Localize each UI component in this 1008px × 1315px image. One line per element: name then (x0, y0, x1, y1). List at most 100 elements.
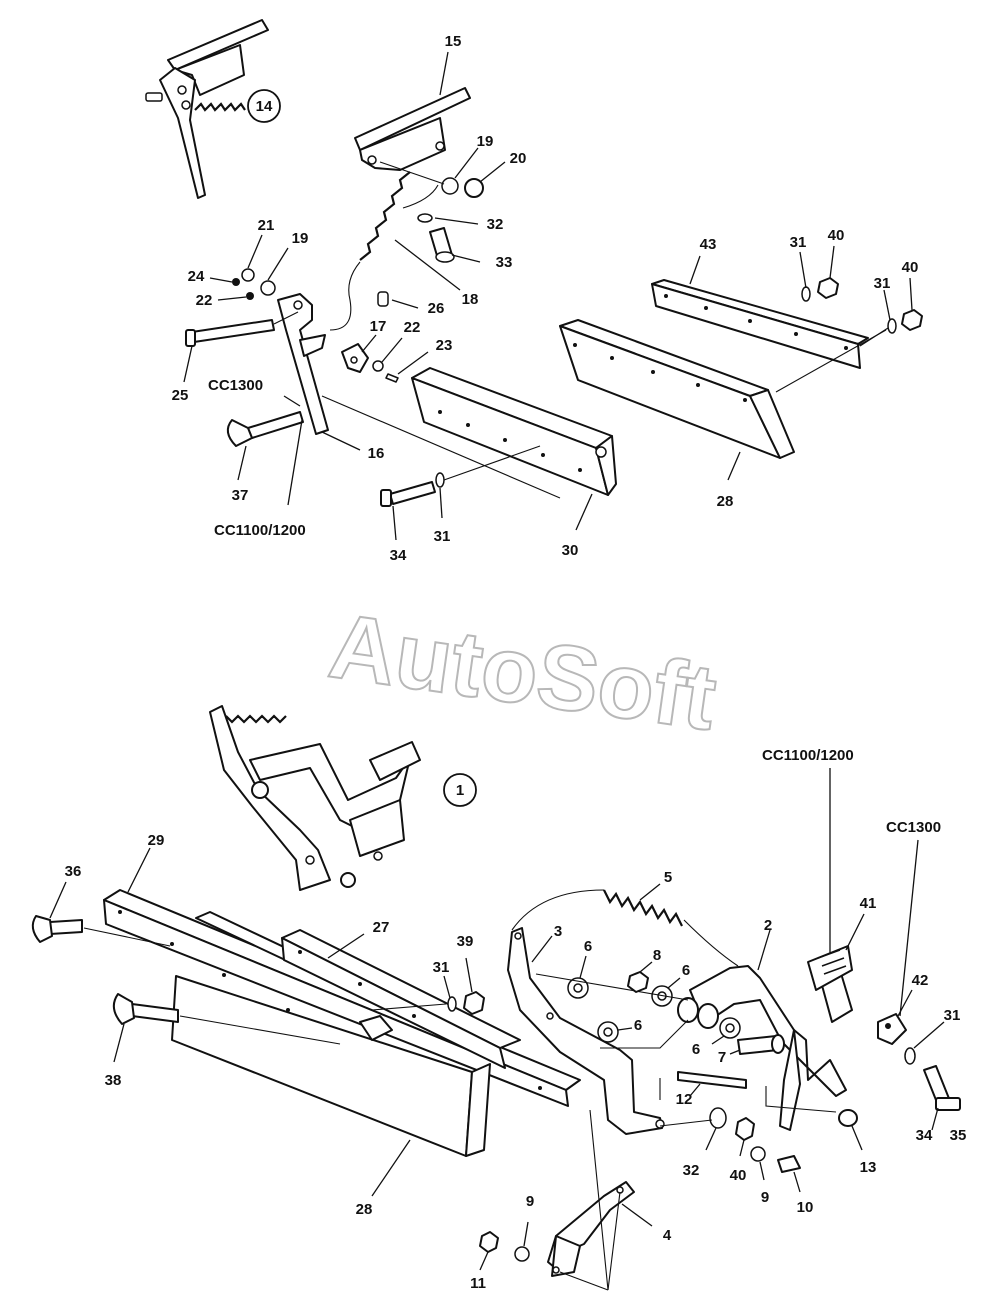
nut-40-b (901, 309, 923, 331)
callout-40-a: 40 (828, 227, 845, 244)
nut-11 (479, 1231, 499, 1253)
washer-9-left (514, 1246, 530, 1262)
return-spring-top (359, 171, 411, 261)
callout-28-bottom: 28 (356, 1201, 373, 1218)
callout-31-c: 31 (434, 528, 451, 545)
carriage-bolt-36 (49, 919, 83, 935)
model-label-cc1100-1200-bottom: CC1100/1200 (762, 747, 854, 764)
pedal-plate (354, 87, 471, 171)
callout-3: 3 (554, 923, 562, 940)
callout-12: 12 (676, 1091, 693, 1108)
callout-6-a: 6 (584, 938, 592, 955)
callout-11: 11 (470, 1275, 486, 1292)
washer-31-a (801, 286, 811, 302)
callout-6-b: 6 (682, 962, 690, 979)
model-label-cc1300-bottom: CC1300 (886, 819, 941, 836)
callout-24: 24 (188, 268, 205, 285)
return-spring-bottom (603, 889, 683, 927)
callout-41: 41 (860, 895, 877, 912)
callout-14: 14 (256, 98, 273, 115)
carriage-bolt-38 (131, 1003, 179, 1023)
washer-top (441, 177, 459, 195)
nut-22-right (372, 360, 384, 372)
callout-39: 39 (457, 933, 474, 950)
bushing-26 (377, 291, 389, 307)
callout-32-bottom: 32 (683, 1162, 700, 1179)
callout-8: 8 (653, 947, 661, 964)
callout-31-a: 31 (790, 234, 807, 251)
callout-26: 26 (428, 300, 445, 317)
callout-34-bottom: 34 (916, 1127, 933, 1144)
scraper-blade-28-bottom (171, 975, 491, 1157)
callout-18: 18 (462, 291, 479, 308)
scraper-blade-27 (195, 911, 521, 1069)
carriage-bolt-37 (247, 411, 304, 439)
callout-43: 43 (700, 236, 717, 253)
bushing-42 (877, 1013, 907, 1045)
callout-35: 35 (950, 1127, 967, 1144)
callout-4: 4 (663, 1227, 672, 1244)
callout-17: 17 (370, 318, 387, 335)
callout-16: 16 (368, 445, 385, 462)
nut-40-c (735, 1117, 755, 1141)
inset-pedal-assembly-bottom (209, 705, 421, 891)
nut-24 (232, 278, 240, 286)
callout-28-top: 28 (717, 493, 734, 510)
washer-31-e (904, 1047, 916, 1065)
callout-10: 10 (797, 1199, 814, 1216)
callout-circle-1 (443, 773, 477, 807)
watermark: AutoSoft (323, 595, 722, 750)
callout-29: 29 (148, 832, 165, 849)
nut-13 (838, 1109, 858, 1127)
arm-4 (547, 1181, 635, 1277)
nut-8 (627, 971, 649, 993)
bolt-10 (777, 1155, 801, 1173)
washer-19 (260, 280, 276, 296)
blade-holder-30 (411, 367, 617, 496)
callout-7: 7 (718, 1049, 726, 1066)
callout-15: 15 (445, 33, 462, 50)
callout-36: 36 (65, 863, 82, 880)
callout-40-c: 40 (730, 1167, 747, 1184)
model-label-cc1300-top: CC1300 (208, 377, 263, 394)
callout-30: 30 (562, 542, 579, 559)
callout-19-top: 19 (477, 133, 494, 150)
callout-27: 27 (373, 919, 390, 936)
callout-31-b: 31 (874, 275, 891, 292)
inset-pedal-assembly (145, 19, 269, 199)
knob (464, 178, 484, 198)
washer-9-right (750, 1146, 766, 1162)
callout-37: 37 (232, 487, 249, 504)
pin-12 (677, 1071, 747, 1089)
callout-circle-14 (247, 89, 281, 123)
callout-23: 23 (436, 337, 453, 354)
callout-6-c: 6 (634, 1017, 642, 1034)
nut-22 (246, 292, 254, 300)
washer-32 (709, 1107, 727, 1129)
callout-5: 5 (664, 869, 672, 886)
callout-21: 21 (258, 217, 275, 234)
callout-6-d: 6 (692, 1041, 700, 1058)
bolt-34-top (389, 481, 436, 505)
callout-31-d: 31 (433, 959, 450, 976)
callout-25: 25 (172, 387, 189, 404)
callout-32-top: 32 (487, 216, 504, 233)
scraper-blade-28 (559, 319, 795, 459)
model-label-cc1100-1200-top: CC1100/1200 (214, 522, 306, 539)
callout-31-e: 31 (944, 1007, 961, 1024)
callout-1: 1 (456, 782, 464, 799)
callout-19: 19 (292, 230, 309, 247)
callout-22-right: 22 (404, 319, 421, 336)
callout-22-left: 22 (196, 292, 213, 309)
washer-31-b (887, 318, 897, 334)
wear-strip-43 (651, 279, 869, 369)
callout-42: 42 (912, 972, 929, 989)
callout-20: 20 (510, 150, 527, 167)
callout-33: 33 (496, 254, 513, 271)
pedal-lever-top (277, 293, 329, 435)
callout-9-left: 9 (526, 1193, 534, 1210)
cotter-23 (385, 373, 399, 383)
callout-2: 2 (764, 917, 772, 934)
washer-31-d (447, 996, 457, 1012)
